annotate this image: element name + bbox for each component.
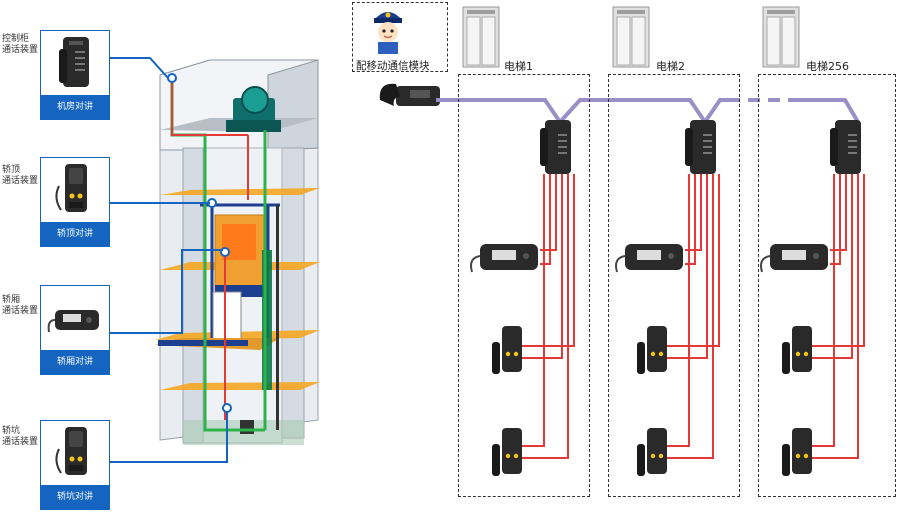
station-card-machine-room: 机房对讲 <box>40 30 110 120</box>
police-cartoon-icon <box>374 12 402 54</box>
wall-phone-icon <box>59 37 89 87</box>
station-3-caption: 轿厢对讲 <box>41 350 109 374</box>
station-1-desc: 控制柜 通话装置 <box>2 34 38 56</box>
station-1-caption: 机房对讲 <box>41 95 109 119</box>
station-1-desc-line1: 控制柜 <box>2 34 30 44</box>
module-label: 配移动通信模块 <box>356 60 430 72</box>
station-1-desc-line2: 通话装置 <box>2 45 39 55</box>
elevator-2-group-box <box>608 74 740 497</box>
station-3-desc-line1: 轿厢 <box>2 295 21 305</box>
pit-intercom-icon <box>55 427 87 475</box>
station-4-desc-line2: 通话装置 <box>2 437 39 447</box>
elevator-256-group-box <box>758 74 896 497</box>
station-card-pit: 轿坑对讲 <box>40 420 110 510</box>
station-3-desc: 轿厢 通话装置 <box>2 295 38 317</box>
station-4-desc-line1: 轿坑 <box>2 426 21 436</box>
car-top-intercom-icon <box>55 164 87 212</box>
station-2-desc: 轿顶 通话装置 <box>2 165 38 187</box>
elevator-1-group-box <box>458 74 590 497</box>
station-3-desc-line2: 通话装置 <box>2 306 39 316</box>
elevator-256-label: 电梯256 <box>806 60 849 73</box>
station-4-desc: 轿坑 通话装置 <box>2 426 38 448</box>
station-card-car-top: 轿顶对讲 <box>40 157 110 247</box>
elevator-2-door-icon <box>612 6 650 68</box>
elevator-2-label: 电梯2 <box>656 60 685 73</box>
elevator-1-label: 电梯1 <box>504 60 533 73</box>
car-intercom-icon <box>47 310 99 333</box>
elevator-1-door-icon <box>462 6 500 68</box>
mobile-module-box <box>352 2 448 72</box>
station-2-desc-line2: 通话装置 <box>2 176 39 186</box>
desk-phone-icon <box>379 83 440 106</box>
station-2-caption: 轿顶对讲 <box>41 222 109 246</box>
station-2-desc-line1: 轿顶 <box>2 165 21 175</box>
station-card-car: 轿厢对讲 <box>40 285 110 375</box>
station-4-caption: 轿坑对讲 <box>41 485 109 509</box>
elevator-256-door-icon <box>762 6 800 68</box>
